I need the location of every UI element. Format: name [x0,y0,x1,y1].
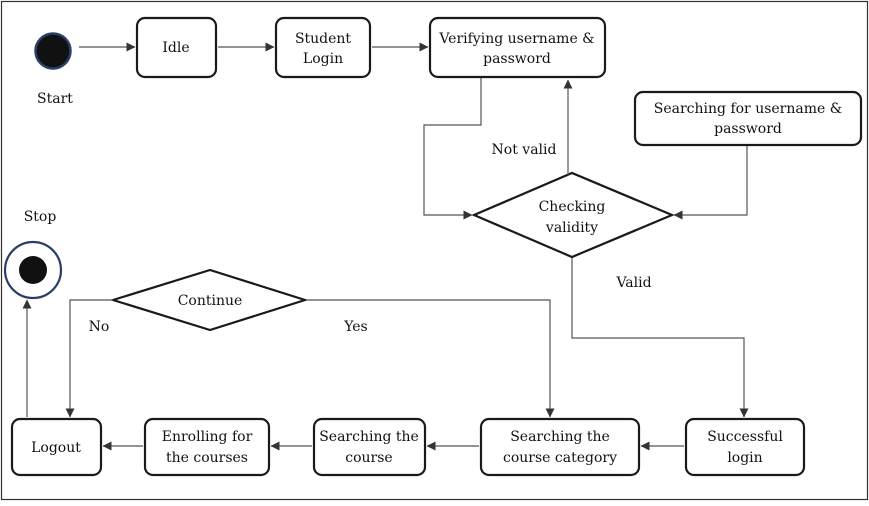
edge-label-no: No [89,319,110,335]
node-successful-login-line1: Successful [707,429,783,445]
decision-checking-validity-line1: Checking [539,199,606,215]
node-successful-login-line2: login [727,450,762,466]
node-enrolling: Enrolling for the courses [143,417,271,477]
decision-continue-label: Continue [178,293,243,309]
edge-label-yes: Yes [343,319,368,335]
stop-label: Stop [24,209,57,225]
node-student-login-line2: Login [303,51,343,67]
stop-inner-circle [19,256,47,284]
decision-continue: Continue [109,268,309,332]
node-searching-credentials-line1: Searching for username & [654,101,842,117]
node-idle-label: Idle [162,40,189,56]
node-searching-course-line1: Searching the [319,429,419,445]
node-enrolling-line1: Enrolling for [162,429,253,445]
node-verifying-line1: Verifying username & [438,31,594,47]
node-verifying: Verifying username & password [428,16,607,79]
node-verifying-line2: password [483,51,551,67]
node-searching-course-line2: course [345,450,392,466]
edge-verifying-to-checking [423,78,482,220]
node-logout-label: Logout [31,440,81,456]
node-idle: Idle [135,16,218,79]
node-searching-credentials-line2: password [714,121,782,137]
node-searching-course: Searching the course [312,417,427,477]
node-student-login: Student Login [274,16,372,79]
node-searching-category: Searching the course category [479,417,641,477]
node-searching-category-line1: Searching the [510,429,610,445]
node-successful-login: Successful login [684,417,806,477]
edge-continue-yes [306,299,555,418]
edge-searching-to-checking [673,146,748,220]
node-student-login-line1: Student [295,31,351,47]
decision-checking-validity-line2: validity [545,220,598,236]
node-enrolling-line2: the courses [166,450,248,466]
edge-valid [571,258,749,418]
edge-continue-no [65,299,113,418]
start-circle [34,32,72,70]
node-searching-credentials: Searching for username & password [633,90,863,147]
node-searching-category-line2: course category [503,450,617,466]
stop-node [3,240,63,300]
start-node [34,32,72,70]
edge-label-valid: Valid [615,275,651,291]
edge-label-not-valid: Not valid [492,142,557,158]
start-label: Start [37,91,73,107]
decision-checking-validity: Checking validity [471,171,675,259]
node-logout: Logout [10,417,103,477]
